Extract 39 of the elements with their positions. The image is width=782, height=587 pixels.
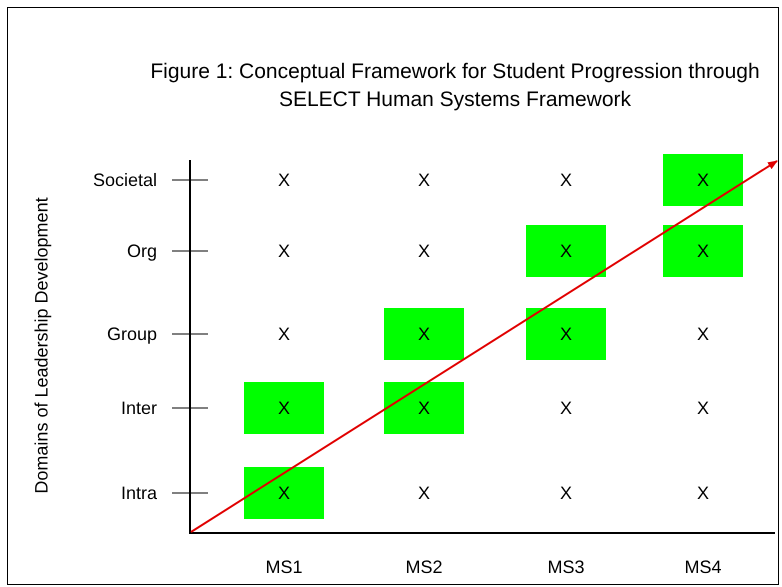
row-label: Societal <box>92 169 157 191</box>
cell-mark: X <box>278 396 290 420</box>
cell-mark: X <box>558 169 573 191</box>
diagram-title: Figure 1: Conceptual Framework for Student Progression through SELECT Human Systems Framework <box>150 59 760 113</box>
column-label: MS2 <box>404 556 444 578</box>
cell-mark: X <box>558 482 573 504</box>
cell-mark: X <box>558 397 573 419</box>
highlight-box <box>384 382 464 434</box>
cell-mark: X <box>418 322 430 346</box>
cell-mark: X <box>416 169 431 191</box>
cell-mark: X <box>418 396 430 420</box>
highlight-box <box>663 154 743 206</box>
highlight-box <box>526 225 606 277</box>
cell-mark: X <box>696 168 709 192</box>
cell-mark: X <box>696 482 710 504</box>
cell-mark: X <box>276 169 291 191</box>
column-label: MS1 <box>264 556 304 578</box>
highlight-box <box>244 467 324 519</box>
row-label: Org <box>126 240 157 262</box>
column-label: MS4 <box>683 556 722 578</box>
cell-mark: X <box>696 323 710 345</box>
cell-mark: X <box>276 240 291 262</box>
highlight-box <box>244 382 324 434</box>
cell-mark: X <box>416 240 431 262</box>
column-label: MS3 <box>546 556 586 578</box>
cell-mark: X <box>696 240 709 262</box>
row-label: Intra <box>120 482 157 504</box>
cell-mark: X <box>560 322 572 346</box>
axis-label: Domains of Leadership Development <box>30 196 52 494</box>
highlight-box <box>663 225 743 277</box>
cell-mark: X <box>560 240 572 262</box>
row-label: Group <box>106 323 157 345</box>
cell-mark: X <box>276 323 291 345</box>
highlight-box <box>384 308 464 360</box>
row-label: Inter <box>120 397 157 419</box>
highlight-box <box>526 308 606 360</box>
cell-mark: X <box>696 397 710 419</box>
cell-mark: X <box>416 482 431 504</box>
cell-mark: X <box>278 482 290 504</box>
